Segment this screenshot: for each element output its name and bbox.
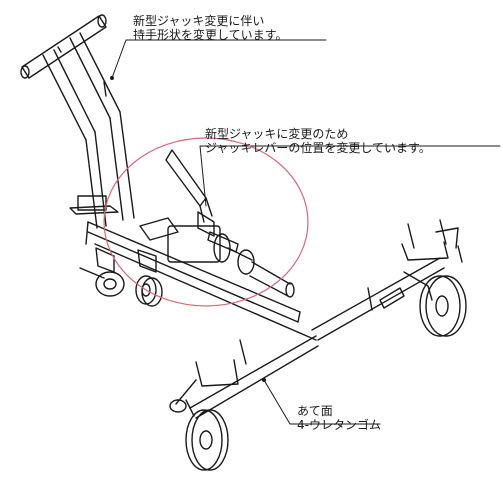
highlight-circle: [103, 137, 309, 307]
lever-note-line2: ジャッキレバーの位置を変更しています。: [205, 141, 431, 155]
lever-note: 新型ジャッキに変更のため ジャッキレバーの位置を変更しています。: [205, 127, 431, 155]
handle-uprights: [42, 32, 135, 229]
handle-grip: [20, 14, 107, 79]
handle-note-line2: 持手形状を変更しています。: [133, 28, 288, 42]
front-caster-left: [79, 247, 125, 297]
pad-note-line2: 4-ウレタンゴム: [297, 418, 381, 432]
front-caster-right: [135, 249, 163, 307]
pad-note: あて面 4-ウレタンゴム: [297, 404, 381, 432]
hydraulic-jack: [167, 211, 295, 298]
pad-note-line1: あて面: [297, 404, 333, 418]
rear-right-wheel: [401, 219, 467, 337]
jack-lever: [165, 149, 213, 223]
handle-note-line1: 新型ジャッキ変更に伴い: [133, 14, 265, 28]
rear-left-wheel: [169, 339, 247, 471]
cross-beam: [189, 257, 445, 419]
handle-note: 新型ジャッキ変更に伴い 持手形状を変更しています。: [133, 14, 287, 42]
leader-lines: [110, 39, 501, 425]
lever-note-line1: 新型ジャッキに変更のため: [205, 127, 349, 141]
main-frame: [69, 195, 317, 341]
